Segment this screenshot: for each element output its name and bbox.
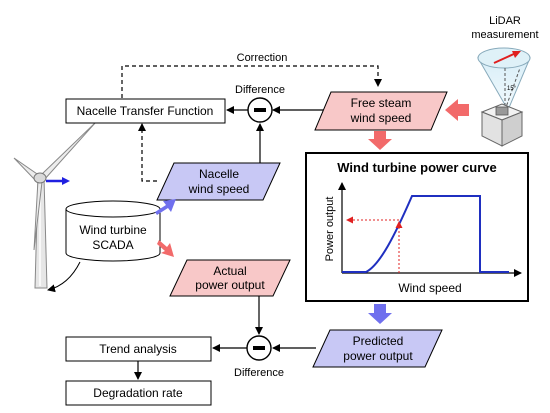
difference-top-minus-icon [247,97,273,123]
power-curve-panel [305,152,529,302]
correction-label: Correction [237,52,288,64]
difference-bottom-minus-icon [246,335,272,361]
degradation-rate-box [65,380,212,406]
power-curve-ylabel: Power output [324,197,336,262]
nacelle-transfer-function-box [65,98,226,124]
nacelle-speed-label-line1: Nacelle [199,167,239,181]
scada-to-actual-arrow [157,240,174,257]
nacelle-speed-label-line2: wind speed [188,182,250,196]
predicted-output-label-line2: power output [343,349,413,363]
correction-loop [121,65,382,182]
difference-top-label: Difference [235,84,285,96]
free-stream-label-line1: Free steam [351,96,412,110]
power-curve-title: Wind turbine power curve [337,160,497,175]
degradation-rate-label: Degradation rate [93,386,183,400]
power-curve-line [342,195,509,273]
actual-power-output-box [169,259,291,297]
scada-to-nacelle-arrow [155,199,176,215]
free-stream-wind-speed-box [314,91,448,131]
scada-label-line1: Wind turbine [79,223,147,237]
curve-to-predicted-arrow [368,304,392,324]
nacelle-wind-speed-box [156,162,281,201]
lidar-angle-label: 15° [507,86,517,92]
predicted-output-label-line1: Predicted [353,334,404,348]
scada-turbine-link [47,261,81,293]
trend-analysis-box [65,336,212,362]
actual-output-label-line2: power output [195,278,265,292]
lidar-label-line2: measurement [471,29,538,41]
actual-output-label-line1: Actual [213,264,246,278]
free-stream-to-curve-arrow [368,131,392,150]
lidar-label-line1: LiDAR [489,15,521,27]
trend-analysis-label: Trend analysis [99,342,177,356]
difference-bottom-label: Difference [234,367,284,379]
scada-database-icon [65,200,161,262]
free-stream-label-line2: wind speed [350,111,412,125]
predicted-power-output-box [312,329,443,368]
lidar-to-free-stream-arrow [445,99,469,121]
scada-label-line2: SCADA [92,238,133,252]
wind-turbine-icon [13,121,97,289]
power-curve-xlabel: Wind speed [398,281,461,295]
lidar-device-icon: 15° [477,47,531,147]
power-curve-chart [338,182,522,277]
nacelle-transfer-function-label: Nacelle Transfer Function [77,104,214,118]
